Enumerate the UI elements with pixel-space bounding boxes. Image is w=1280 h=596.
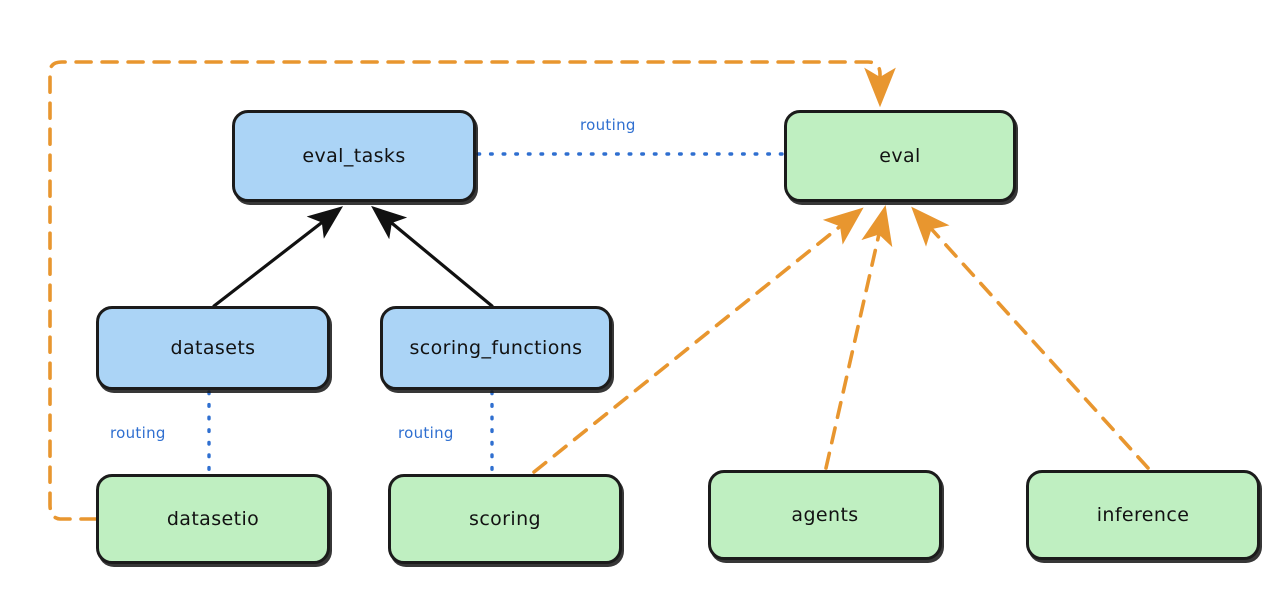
edge-scoring-functions-to-eval-tasks bbox=[371, 205, 494, 308]
node-label: datasetio bbox=[166, 508, 260, 530]
node-label: datasets bbox=[170, 337, 256, 359]
edge-label-routing-eval-tasks-eval: routing bbox=[580, 116, 636, 134]
edge-inference-to-eval bbox=[911, 206, 1150, 470]
node-eval[interactable]: eval bbox=[784, 110, 1016, 202]
node-datasets[interactable]: datasets bbox=[96, 306, 330, 390]
node-label: inference bbox=[1096, 504, 1190, 526]
node-label: scoring_functions bbox=[409, 337, 583, 359]
edge-datasets-to-eval-tasks bbox=[212, 206, 344, 308]
node-datasetio[interactable]: datasetio bbox=[96, 474, 330, 564]
edge-label-routing-datasets-datasetio: routing bbox=[110, 424, 166, 442]
node-label: scoring bbox=[469, 508, 541, 530]
node-eval-tasks[interactable]: eval_tasks bbox=[232, 110, 476, 202]
node-label: eval bbox=[879, 145, 921, 167]
node-scoring[interactable]: scoring bbox=[388, 474, 622, 564]
node-agents[interactable]: agents bbox=[708, 470, 942, 560]
node-inference[interactable]: inference bbox=[1026, 470, 1260, 560]
node-label: eval_tasks bbox=[302, 145, 406, 167]
edge-label-routing-scoring-functions-scoring: routing bbox=[398, 424, 454, 442]
node-scoring-functions[interactable]: scoring_functions bbox=[380, 306, 612, 390]
node-label: agents bbox=[791, 504, 859, 526]
edge-agents-to-eval bbox=[824, 204, 893, 470]
